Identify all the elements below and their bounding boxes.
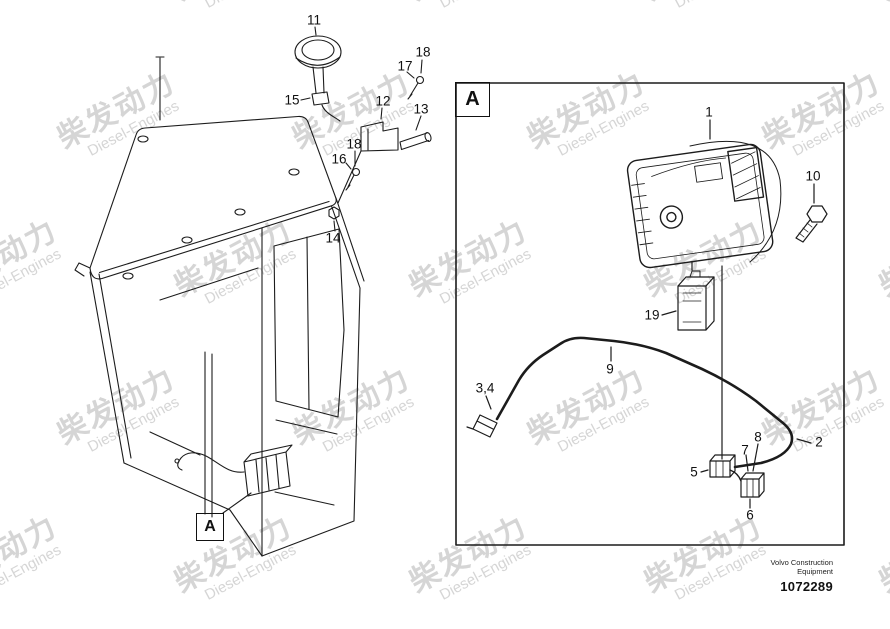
callout-5: 5 [690, 464, 698, 480]
callout-8: 8 [754, 429, 762, 445]
nut-14 [328, 206, 340, 220]
callout-6: 6 [746, 507, 754, 523]
control-unit-drawing [626, 143, 774, 269]
detail-a-drawing [455, 82, 845, 546]
connector-5-drawing [709, 454, 736, 478]
wire-harness-drawing [495, 336, 794, 469]
interior-wire [177, 452, 245, 473]
bolt-16 [351, 167, 361, 177]
cap-connector [311, 91, 330, 106]
cab-wall [261, 205, 361, 557]
callout-18-mid: 18 [346, 136, 362, 152]
part-number: 1072289 [780, 579, 833, 594]
interior-unit-drawing [243, 444, 293, 497]
callout-12: 12 [375, 93, 391, 109]
callout-2: 2 [815, 434, 823, 450]
callout-19: 19 [644, 307, 660, 323]
antenna-mast [155, 56, 165, 121]
brand-text: Volvo Construction Equipment [770, 558, 833, 576]
detail-marker-a-box: A [455, 82, 490, 117]
roof-panel [89, 115, 337, 280]
antenna-mount-drawing [294, 26, 432, 232]
cab-line-art [74, 56, 365, 557]
connector-6-drawing [729, 469, 765, 498]
callout-17: 17 [397, 58, 413, 74]
callout-3-4: 3,4 [475, 380, 495, 396]
bolt-10-drawing [795, 183, 828, 243]
callout-10: 10 [805, 168, 821, 184]
door-window [273, 228, 345, 418]
brand-line2: Equipment [797, 567, 833, 576]
callout-13: 13 [413, 101, 429, 117]
callout-11: 11 [306, 12, 322, 28]
callout-15: 15 [284, 92, 300, 108]
connector-34-drawing [466, 414, 498, 438]
callout-1: 1 [705, 104, 713, 120]
connector-19-drawing [677, 261, 715, 331]
callout-7: 7 [741, 442, 749, 458]
bolt-17 [415, 75, 425, 85]
front-pillar [89, 271, 132, 464]
callout-16: 16 [331, 151, 347, 167]
leader-a-cab [222, 492, 252, 514]
callout-9: 9 [606, 361, 614, 377]
callout-18-top: 18 [415, 44, 431, 60]
footer: Volvo Construction Equipment 1072289 [770, 558, 833, 594]
detail-box-frame [455, 82, 845, 546]
cab-leader-lines [300, 26, 423, 232]
detail-leader-lines [485, 310, 812, 509]
brand-line1: Volvo Construction [770, 558, 833, 567]
mount-strap [689, 140, 782, 263]
callout-14: 14 [325, 230, 341, 246]
pin-13 [399, 132, 430, 151]
detail-marker-a-cab: A [196, 513, 224, 541]
antenna-cap [294, 35, 342, 69]
bracket-12 [360, 121, 399, 152]
